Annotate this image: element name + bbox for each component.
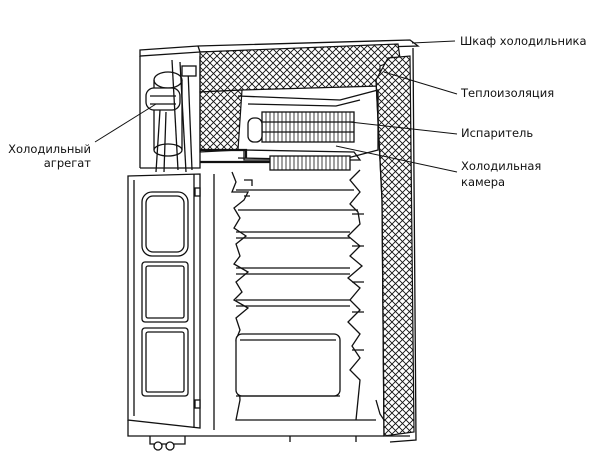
label-unit-line2: агрегат (44, 156, 92, 170)
leader-cabinet (411, 40, 456, 44)
fridge-door (127, 173, 201, 429)
evaporator (200, 89, 379, 171)
cooling-unit (139, 56, 201, 173)
cooling-chamber (213, 169, 385, 430)
leader-insulation (383, 71, 458, 95)
label-evaporator: Испаритель (461, 126, 533, 140)
leader-evaporator (349, 121, 458, 135)
label-unit-line1: Холодильный (8, 142, 91, 156)
callout-lines (94, 40, 458, 173)
label-insulation: Теплоизоляция (460, 86, 554, 100)
label-chamber-line1: Холодильная (461, 159, 541, 173)
evaporator-coil (261, 111, 355, 143)
insulation-layer (199, 43, 415, 437)
leader-unit (94, 103, 157, 143)
label-cabinet: Шкаф холодильника (460, 34, 587, 48)
label-chamber-line2: камера (461, 175, 505, 189)
leader-chamber (335, 145, 458, 173)
